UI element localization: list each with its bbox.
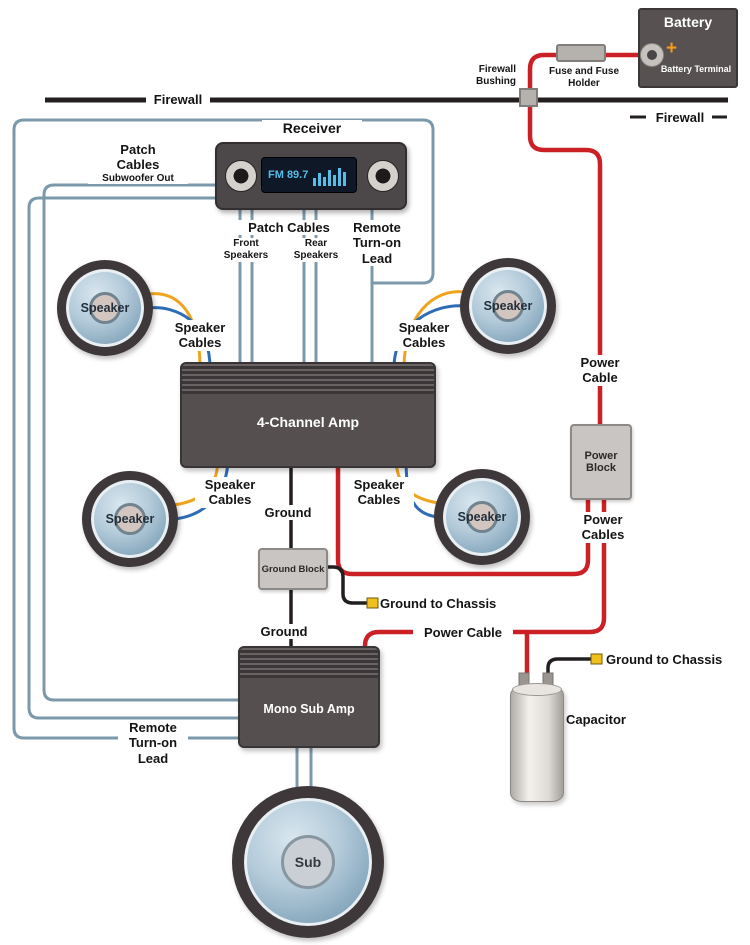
speaker-dustcap-icon <box>89 292 121 324</box>
speaker-cables-label-tr: Speaker Cables <box>389 320 459 351</box>
receiver-display: FM 89.7 <box>261 157 357 193</box>
power-block-label: Power Block <box>584 450 618 474</box>
ground-wire-capacitor <box>546 657 591 678</box>
remote-turnon-lead-top-label: Remote Turn-on Lead <box>343 220 411 266</box>
remote-turnon-lead-bottom-label: Remote Turn-on Lead <box>118 720 188 766</box>
ground-to-chassis-mid-label: Ground to Chassis <box>380 596 497 611</box>
mono-sub-amp: Mono Sub Amp <box>238 646 380 748</box>
four-channel-amp-label: 4-Channel Amp <box>256 414 360 430</box>
mono-sub-amp-label: Mono Sub Amp <box>263 702 355 716</box>
ground-block: Ground Block <box>258 548 328 590</box>
power-block: Power Block <box>570 424 632 500</box>
power-wire-to-4ch-amp <box>335 458 591 577</box>
four-channel-amp: 4-Channel Amp <box>180 362 436 468</box>
ground-wire-chassis-mid <box>320 565 367 605</box>
fuse-holder <box>556 44 606 62</box>
speaker-dustcap-icon <box>114 503 146 535</box>
speaker-cables-label-tl: Speaker Cables <box>165 320 235 351</box>
ring-terminal-icon <box>641 44 663 66</box>
speaker-top-right: Speaker <box>460 258 556 354</box>
speaker-label: Speaker <box>80 301 130 315</box>
speaker-dustcap-icon <box>466 501 498 533</box>
power-cable-bottom-label: Power Cable <box>413 625 513 641</box>
speaker-wire-tr-yellow <box>402 290 466 369</box>
patch-cables-subwoofer-title: Patch Cables <box>116 142 160 173</box>
ground-to-chassis-right-label: Ground to Chassis <box>606 652 723 667</box>
receiver-knob-left-icon[interactable] <box>225 160 257 192</box>
power-cables-label: Power Cables <box>572 512 634 543</box>
capacitor <box>510 683 564 802</box>
firewall-bushing-label: Firewall Bushing <box>476 64 516 87</box>
speaker-label: Speaker <box>105 512 155 526</box>
speaker-top-left: Speaker <box>57 260 153 356</box>
patch-cables-subwoofer-label: Patch Cables Subwoofer Out <box>88 142 188 185</box>
battery-plus-sign: + <box>666 38 678 59</box>
speaker-label: Speaker <box>483 299 533 313</box>
subwoofer-patch-wire-a <box>42 183 244 702</box>
capacitor-top-icon <box>512 683 562 696</box>
speaker-dustcap-icon <box>492 290 524 322</box>
ground-block-label: Ground Block <box>261 563 325 575</box>
battery-title: Battery <box>663 14 713 30</box>
speaker-bottom-left: Speaker <box>82 471 178 567</box>
front-speakers-label: Front Speakers <box>217 238 275 262</box>
remote-turnon-wire-long <box>12 118 435 740</box>
ground-label-top: Ground <box>260 505 316 521</box>
ring-connector-tip-right-icon <box>590 653 603 665</box>
ring-connector-tip-mid-icon <box>366 597 379 609</box>
receiver-title: Receiver <box>262 120 362 137</box>
battery-terminal-label: Battery Terminal <box>660 64 732 74</box>
subwoofer: Sub <box>232 786 384 938</box>
sub-dustcap-icon <box>281 835 335 889</box>
firewall-bushing <box>519 88 538 107</box>
amp-heatsink-fins-icon <box>240 648 378 678</box>
fuse-holder-label: Fuse and Fuse Holder <box>546 66 622 90</box>
sub-speaker-wires <box>295 740 313 790</box>
receiver-frequency: FM 89.7 <box>268 169 309 181</box>
firewall-label-right: Firewall <box>648 110 712 126</box>
speaker-cables-label-bl: Speaker Cables <box>195 477 265 508</box>
speaker-bottom-right: Speaker <box>434 469 530 565</box>
ground-label-bottom: Ground <box>256 624 312 640</box>
amp-heatsink-fins-icon <box>182 364 434 394</box>
equalizer-bars-icon <box>313 164 347 186</box>
speaker-wire-tl-yellow <box>147 292 202 369</box>
subwoofer-patch-wire-b <box>27 196 244 720</box>
capacitor-label: Capacitor <box>566 712 626 727</box>
receiver: FM 89.7 <box>215 142 407 210</box>
firewall-label-left: Firewall <box>146 92 210 108</box>
patch-cables-label: Patch Cables <box>237 220 341 236</box>
sub-label: Sub <box>294 854 322 870</box>
rear-speakers-label: Rear Speakers <box>287 238 345 262</box>
subwoofer-out-label: Subwoofer Out <box>102 172 174 184</box>
power-wire-battery-to-block <box>527 52 652 428</box>
speaker-cables-label-br: Speaker Cables <box>344 477 414 508</box>
speaker-label: Speaker <box>457 510 507 524</box>
speaker-wire-tr-blue <box>392 304 466 369</box>
receiver-knob-right-icon[interactable] <box>367 160 399 192</box>
power-cable-right-label: Power Cable <box>570 355 630 386</box>
